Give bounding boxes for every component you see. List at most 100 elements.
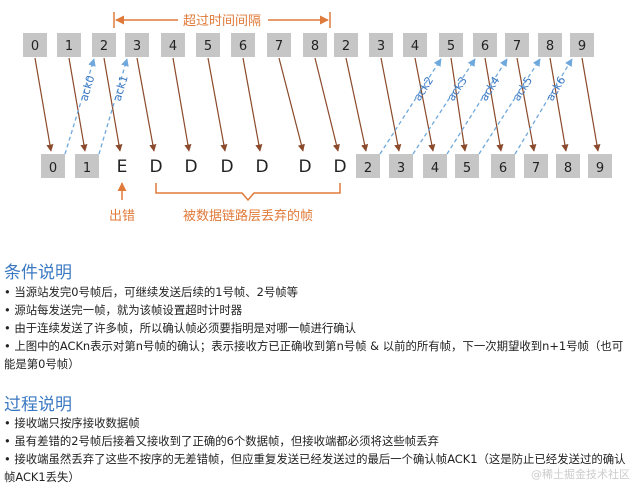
sender-frame-label: 1 — [65, 39, 73, 54]
receiver-frame-box — [556, 154, 580, 178]
ack-label: ack1 — [111, 74, 131, 103]
sender-frame-label: 2 — [100, 39, 108, 54]
frame-arrow — [380, 57, 402, 152]
ack-arrow — [446, 58, 508, 155]
receiver-frame-box — [41, 154, 65, 178]
receiver-frame-label: D — [149, 157, 162, 177]
ack-label: ack2 — [411, 74, 436, 103]
sender-frame-box — [196, 33, 220, 57]
receiver-frame-label: D — [298, 157, 311, 177]
ack-arrow — [379, 58, 442, 155]
ack-arrow — [412, 58, 476, 155]
sender-frame-label: 8 — [546, 39, 554, 54]
ack-arrow — [64, 58, 96, 155]
sender-frame-label: 3 — [377, 39, 385, 54]
sender-frame-label: 6 — [481, 39, 489, 54]
receiver-frame-label: 0 — [49, 161, 57, 176]
list-item: 源站每发送完一帧，就为该帧设置超时计时器 — [4, 301, 634, 319]
receiver-frame-label: D — [255, 157, 268, 177]
sender-frame-box — [231, 33, 255, 57]
receiver-frame-label: D — [184, 157, 197, 177]
sender-frame-box — [538, 33, 562, 57]
discard-brace — [155, 183, 341, 202]
sender-frame-box — [57, 33, 81, 57]
discard-label: 被数据链路层丢弃的帧 — [183, 208, 313, 224]
sender-frame-box — [439, 33, 463, 57]
error-label: 出错 — [109, 209, 135, 224]
sender-frame-box — [303, 33, 327, 57]
frame-arrow — [314, 57, 340, 152]
receiver-frame-label: 4 — [431, 161, 439, 176]
receiver-frame-box — [356, 154, 380, 178]
sender-frame-box — [505, 33, 529, 57]
receiver-frame-box — [491, 154, 515, 178]
sender-frame-box — [161, 33, 185, 57]
frame-arrow — [484, 57, 504, 152]
ack-label: ack4 — [478, 74, 503, 103]
sender-frame-label: 5 — [447, 39, 455, 54]
watermark: @稀土掘金技术社区 — [531, 468, 630, 481]
timeout-label: 超过时间间隔 — [183, 14, 261, 29]
receiver-frame-box — [389, 154, 413, 178]
frame-arrow — [450, 57, 468, 152]
sender-frame-label: 7 — [275, 39, 283, 54]
receiver-frame-box — [588, 154, 612, 178]
receiver-frame-label: 2 — [364, 161, 372, 176]
ack-label: ack3 — [445, 74, 470, 103]
list-item: 由于连续发送了许多帧，所以确认帧必须要指明是对哪一帧进行确认 — [4, 319, 634, 337]
frame-arrow — [549, 57, 569, 152]
ack-label: ack6 — [544, 74, 569, 103]
receiver-frame-label: D — [220, 157, 233, 177]
frame-arrow — [345, 57, 369, 152]
conditions-list: 当源站发完0号帧后，可继续发送后续的1号帧、2号帧等 源站每发送完一帧，就为该帧… — [4, 283, 634, 373]
sender-frame-label: 5 — [204, 39, 212, 54]
sender-frame-label: 8 — [311, 39, 319, 54]
sender-frame-box — [125, 33, 149, 57]
ack-label: ack0 — [77, 74, 97, 103]
frame-arrow — [103, 57, 123, 152]
frame-arrow — [242, 57, 263, 152]
receiver-frame-label: 3 — [397, 161, 405, 176]
receiver-frame-label: 8 — [564, 161, 572, 176]
frame-arrow — [207, 57, 228, 152]
receiver-frame-label: 1 — [83, 161, 91, 176]
sender-frame-label: 0 — [31, 39, 39, 54]
receiver-frame-box — [75, 154, 99, 178]
sender-frame-box — [267, 33, 291, 57]
sender-frame-box — [334, 33, 358, 57]
sender-frame-label: 7 — [513, 39, 521, 54]
sender-frame-box — [369, 33, 393, 57]
sender-frame-label: 6 — [239, 39, 247, 54]
frame-arrows — [34, 57, 601, 152]
frame-arrow — [516, 57, 537, 152]
sender-frame-box — [403, 33, 427, 57]
sender-frame-box — [23, 33, 47, 57]
receiver-frame-label: D — [333, 157, 346, 177]
receiver-frame-label: 6 — [499, 161, 507, 176]
sender-frame-label: 2 — [342, 39, 350, 54]
process-list: 接收端只按序接收数据帧 虽有差错的2号帧后接着又接收到了正确的6个数据帧，但接收… — [4, 414, 634, 486]
frame-arrow — [136, 57, 157, 152]
frame-arrow — [172, 57, 192, 152]
process-title: 过程说明 — [4, 395, 72, 415]
ack-arrow — [478, 58, 541, 155]
receiver-frame-label: 5 — [463, 161, 471, 176]
conditions-title: 条件说明 — [4, 263, 72, 283]
list-item: 接收端虽然丢弃了这些不按序的无差错帧，但应重复发送已经发送过的最后一个确认帧AC… — [4, 450, 634, 486]
list-item: 当源站发完0号帧后，可继续发送后续的1号帧、2号帧等 — [4, 283, 634, 301]
ack-arrow — [514, 58, 573, 155]
sender-frame-label: 3 — [133, 39, 141, 54]
list-item: 虽有差错的2号帧后接着又接收到了正确的6个数据帧，但接收端都必须将这些帧丢弃 — [4, 432, 634, 450]
list-item: 接收端只按序接收数据帧 — [4, 414, 634, 432]
sender-frame-label: 4 — [411, 39, 419, 54]
receiver-frame-label: 9 — [596, 161, 604, 176]
receiver-frame-box — [524, 154, 548, 178]
frame-arrow — [278, 57, 305, 152]
list-item: 上图中的ACKn表示对第n号帧的确认；表示接收方已正确收到第n号帧 & 以前的所… — [4, 337, 634, 373]
ack-arrow — [98, 58, 129, 155]
sender-frame-box — [570, 33, 594, 57]
